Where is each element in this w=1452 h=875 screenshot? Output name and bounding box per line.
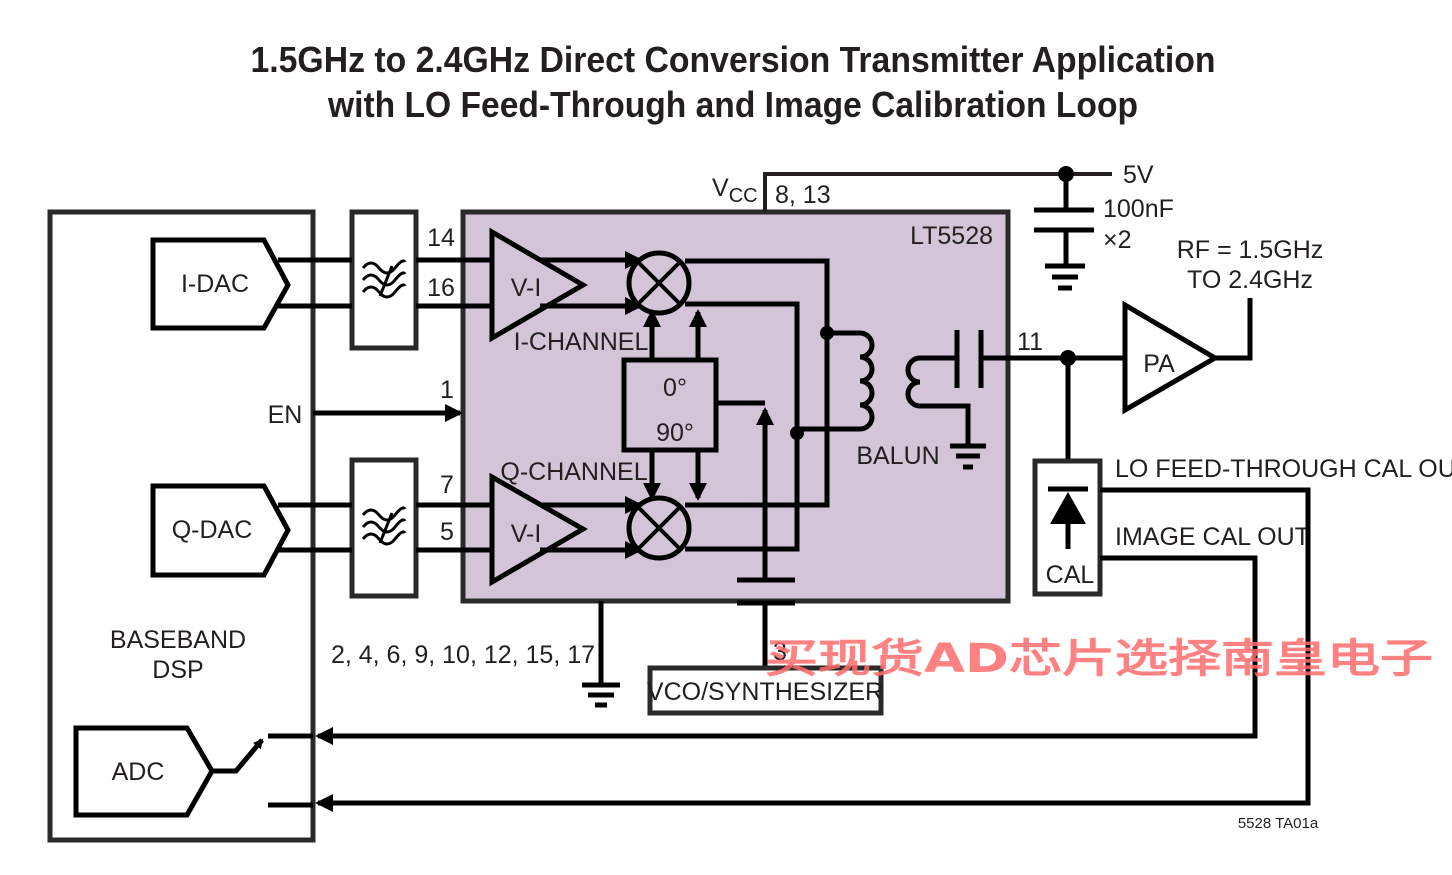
chip-name: LT5528 [910, 222, 993, 250]
figure-id: 5528 TA01a [1238, 815, 1319, 832]
ground-icon [950, 443, 986, 470]
i-lowpass-filter [349, 209, 419, 351]
q-channel-label: Q-CHANNEL [500, 458, 647, 486]
i-mixer [626, 250, 692, 316]
dsp-label-1: BASEBAND [110, 626, 246, 654]
cal-label: CAL [1046, 561, 1095, 589]
phase-0-label: 0° [663, 374, 687, 402]
filter-symbol-icon [361, 259, 407, 546]
cap-count: ×2 [1103, 226, 1132, 254]
supply-capacitor [1034, 174, 1094, 265]
lo-cal-out-label: LO FEED-THROUGH CAL OUT [1115, 455, 1452, 483]
i-vi-amplifier [489, 227, 588, 343]
pin-3: 3 [773, 638, 787, 666]
image-cal-feedback-line [315, 555, 1258, 745]
diode-icon [1050, 492, 1086, 524]
pin-11: 11 [1017, 328, 1043, 356]
i-dac-block [150, 237, 291, 331]
balun-transformer [797, 330, 971, 445]
pin-5: 5 [440, 518, 454, 546]
i-channel-label: I-CHANNEL [514, 328, 649, 356]
q-lowpass-filter [349, 457, 419, 599]
phase-90-label: 90° [656, 419, 694, 447]
ground-icon [1045, 263, 1085, 291]
adc-block [73, 725, 215, 818]
rf-freq-line-2: TO 2.4GHz [1187, 266, 1313, 294]
q-dac-label: Q-DAC [172, 516, 253, 544]
q-vi-amplifier [489, 472, 589, 587]
vcc-pins: 8, 13 [775, 181, 831, 209]
pin-1: 1 [440, 376, 454, 404]
title-line-2: with LO Feed-Through and Image Calibrati… [327, 84, 1138, 125]
power-amplifier [1122, 300, 1220, 415]
pa-label: PA [1143, 350, 1175, 378]
vcc-label: VCC [712, 174, 758, 207]
q-vi-label: V-I [511, 520, 542, 548]
pin-7: 7 [440, 471, 454, 499]
adc-switch [212, 738, 264, 774]
adc-label: ADC [112, 758, 165, 786]
image-cal-out-label: IMAGE CAL OUT [1115, 523, 1310, 551]
ground-icon [582, 682, 620, 708]
cap-value: 100nF [1103, 195, 1174, 223]
lo-cal-feedback-line [315, 487, 1311, 812]
dsp-label-2: DSP [152, 656, 203, 684]
balun-label: BALUN [856, 442, 939, 470]
en-label: EN [268, 401, 303, 429]
rf-freq-line-1: RF = 1.5GHz [1177, 236, 1324, 264]
pin-16: 16 [427, 274, 455, 302]
i-dac-label: I-DAC [181, 270, 249, 298]
ground-pins-label: 2, 4, 6, 9, 10, 12, 15, 17 [331, 641, 595, 669]
pin-14: 14 [427, 224, 455, 252]
vco-label: VCO/SYNTHESIZER [647, 678, 883, 706]
supply-voltage: 5V [1123, 161, 1154, 189]
i-vi-label: V-I [511, 274, 542, 302]
q-dac-block [150, 483, 291, 578]
vco-synthesizer-block [647, 665, 884, 716]
q-mixer [626, 495, 692, 561]
title-line-1: 1.5GHz to 2.4GHz Direct Conversion Trans… [251, 39, 1216, 80]
watermark-text: 买现货AD芯片选择南皇电子 [765, 636, 1433, 682]
